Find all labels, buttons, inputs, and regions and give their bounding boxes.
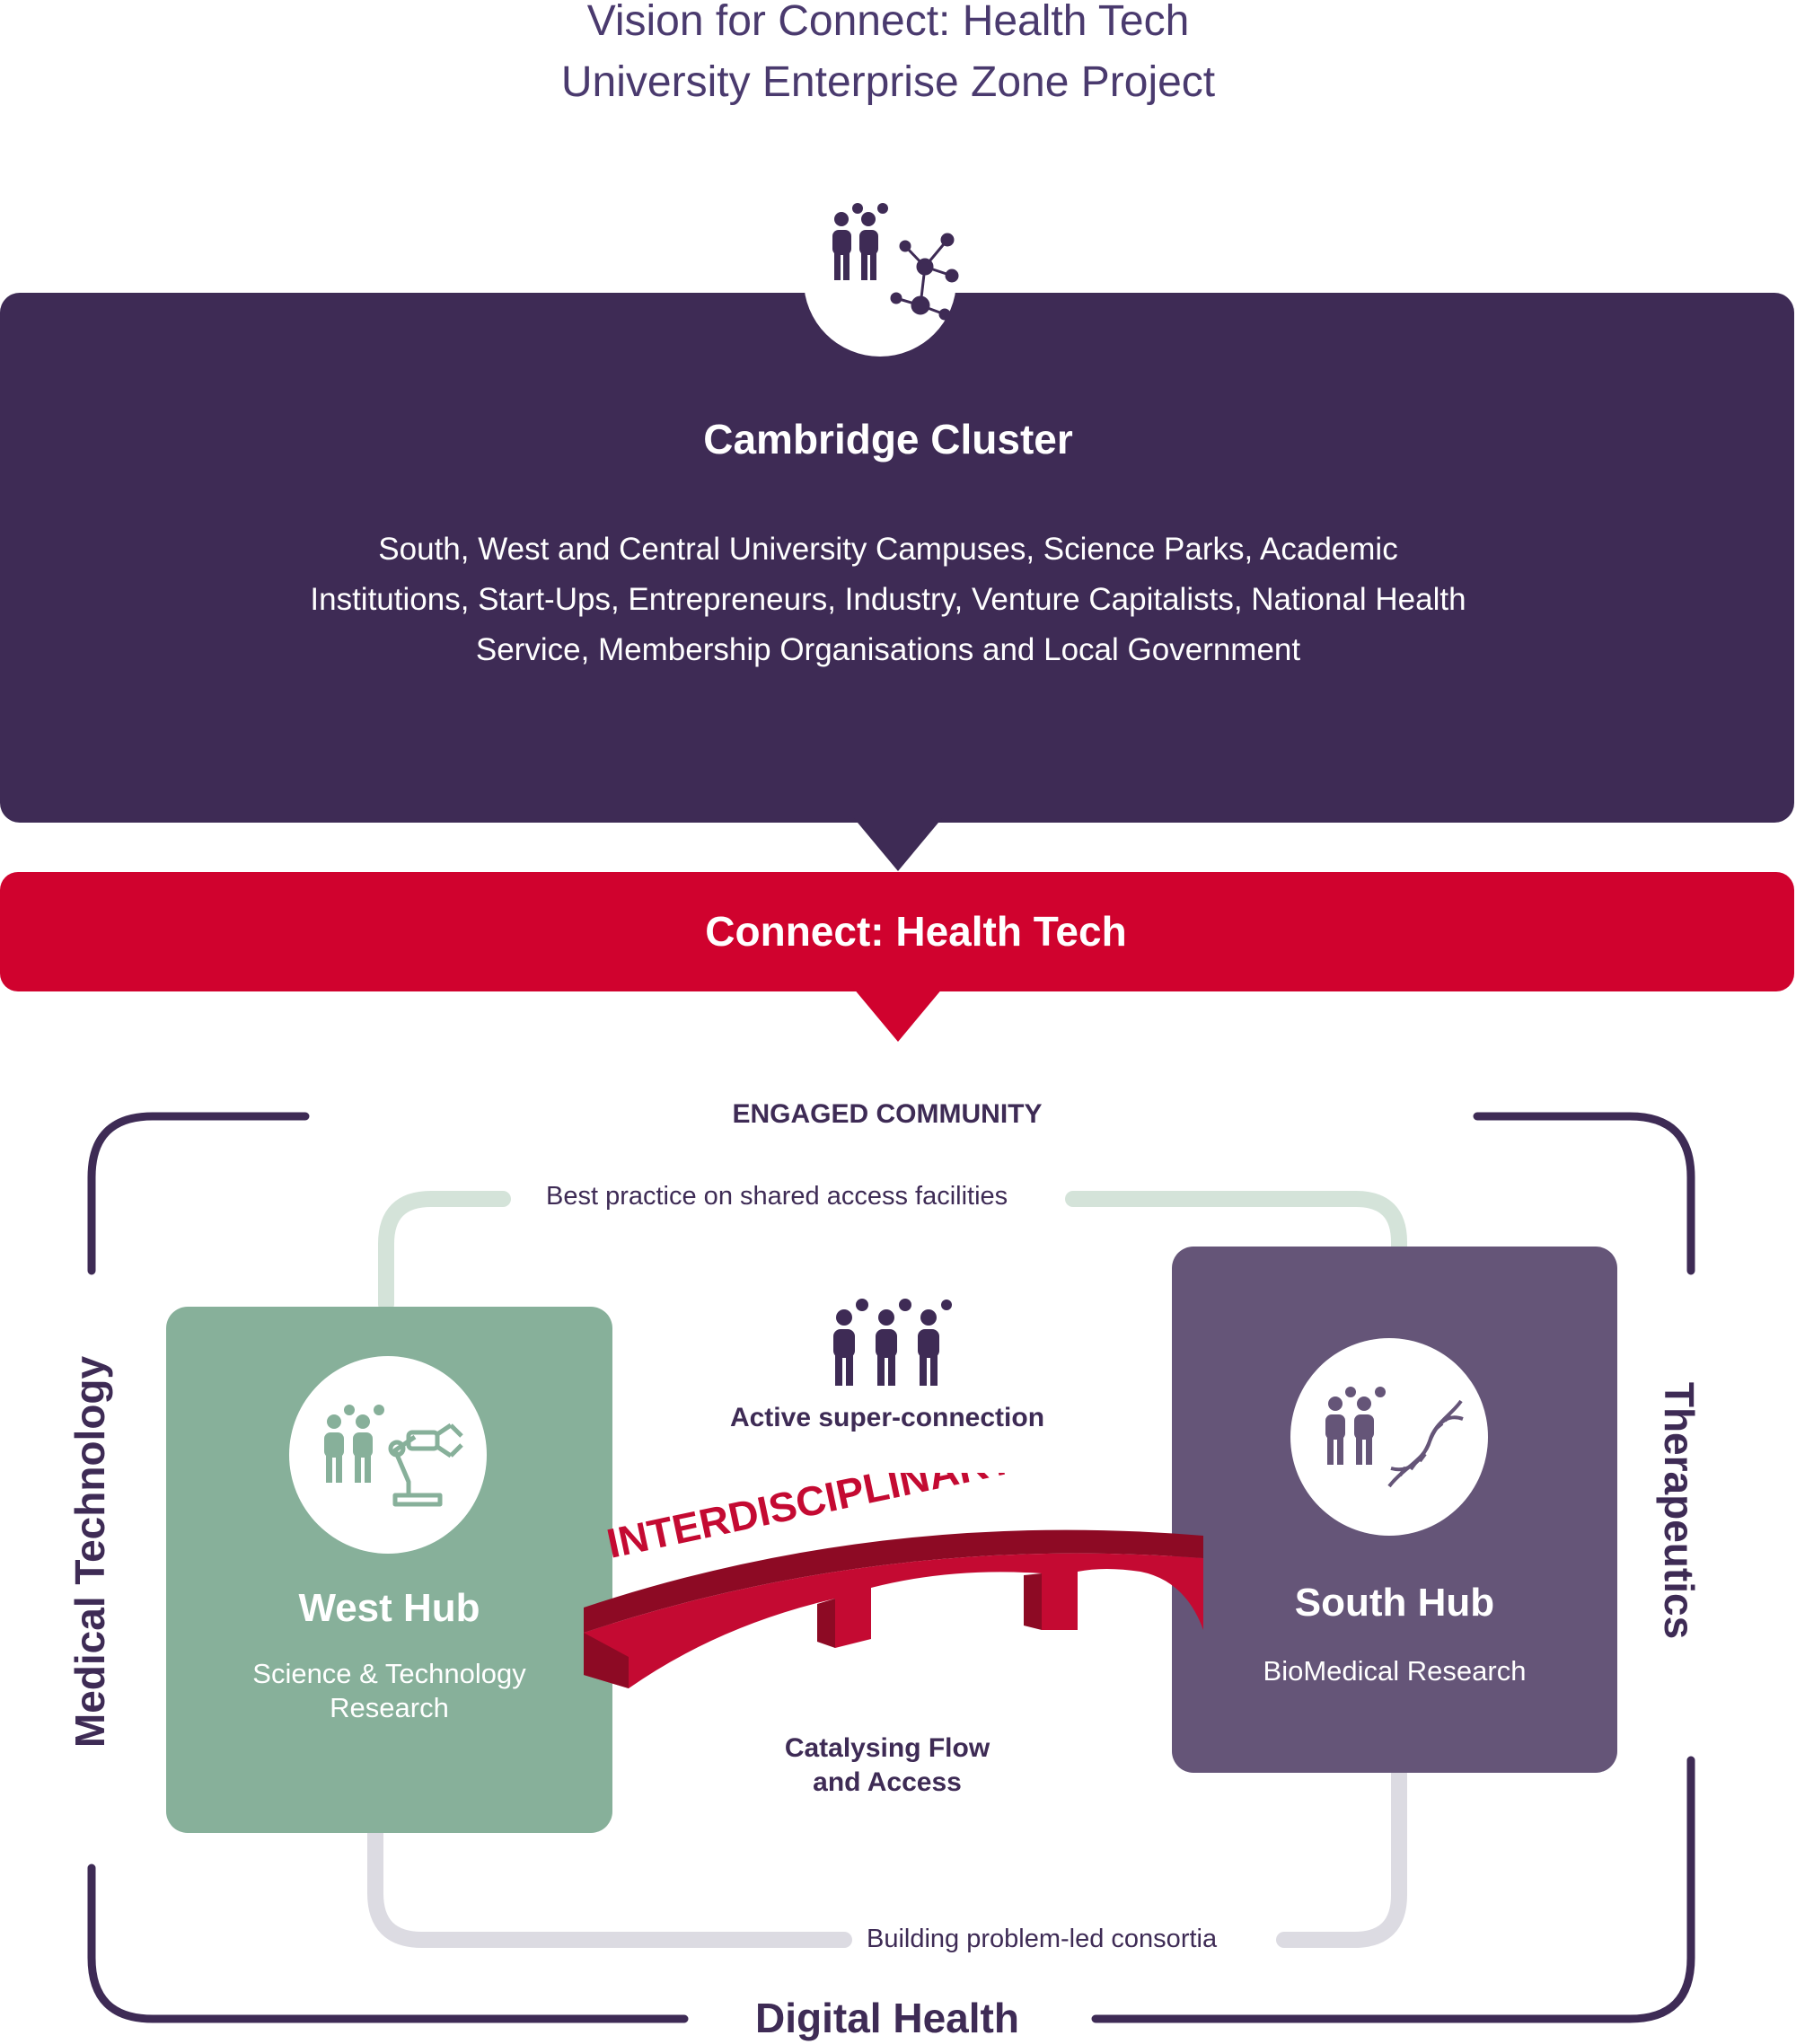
catalysing-line-2: and Access [813, 1767, 962, 1797]
cluster-icon-badge [804, 204, 956, 357]
people-group-icon [833, 1299, 952, 1386]
west-hub-subtitle-line-2: Research [330, 1692, 449, 1723]
catalysing-label: Catalysing Flow and Access [0, 1731, 1774, 1800]
connect-health-tech-band [0, 872, 1794, 991]
consortia-label: Building problem-led consortia [867, 1925, 1218, 1953]
people-network-icon [832, 203, 959, 321]
south-hub-subtitle: BioMedical Research [1263, 1655, 1527, 1687]
best-practice-label: Best practice on shared access facilitie… [546, 1182, 1008, 1211]
people-robot-arm-icon [324, 1405, 463, 1507]
cambridge-cluster-panel [0, 293, 1794, 823]
page-title: Vision for Connect: Health Tech Universi… [0, 0, 1776, 113]
west-hub-subtitle-line-1: Science & Technology [252, 1658, 526, 1689]
title-line-1: Vision for Connect: Health Tech [586, 0, 1190, 45]
connect-pointer [853, 988, 943, 1042]
west-hub-subtitle: Science & Technology Research [166, 1657, 612, 1725]
south-hub-title: South Hub [1294, 1581, 1495, 1625]
cluster-title: Cambridge Cluster [703, 416, 1073, 463]
catalysing-line-1: Catalysing Flow [784, 1733, 990, 1763]
connect-label: Connect: Health Tech [705, 908, 1127, 955]
medical-technology-label: Medical Technology [66, 1355, 113, 1749]
super-connection-label: Active super-connection [729, 1403, 1045, 1432]
title-line-2: University Enterprise Zone Project [560, 58, 1216, 106]
cluster-pointer [853, 817, 943, 871]
engaged-community-label: ENGAGED COMMUNITY [732, 1099, 1043, 1129]
south-hub-icon-badge [1290, 1338, 1488, 1536]
people-dna-icon [1325, 1387, 1464, 1488]
cluster-description: South, West and Central University Campu… [310, 532, 1466, 667]
digital-health-label: Digital Health [755, 1995, 1019, 2041]
interdisciplinary-bridge: INTERDISCIPLINARY BRIDGE [584, 1473, 1203, 1688]
therapeutics-label: Therapeutics [1656, 1381, 1703, 1640]
west-hub-title: West Hub [298, 1586, 480, 1630]
